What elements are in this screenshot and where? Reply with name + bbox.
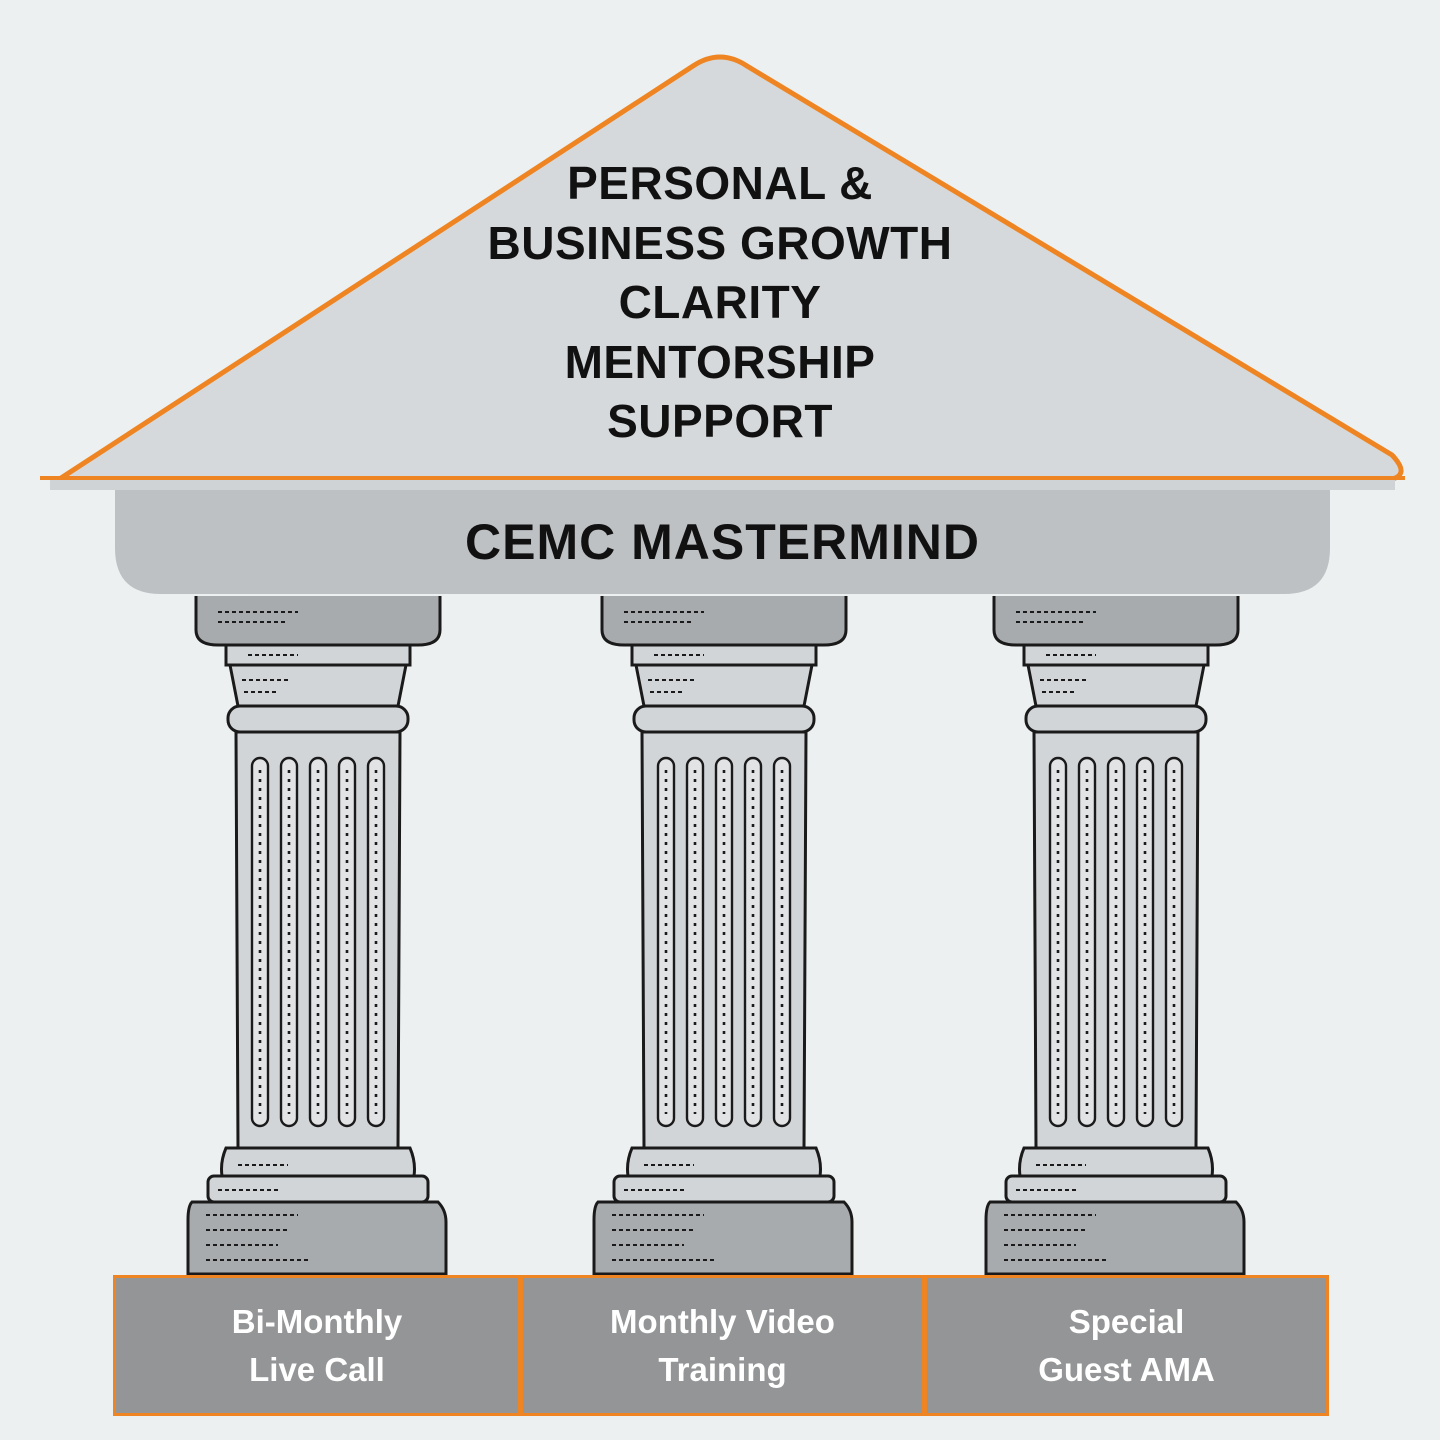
capital-hatch <box>218 611 298 693</box>
roof-line: PERSONAL & <box>567 157 873 209</box>
roof-line: CLARITY <box>618 276 822 328</box>
pillar-label-line: Training <box>658 1350 787 1388</box>
pillar-label-line: Bi-Monthly <box>231 1302 403 1340</box>
roof-benefits: PERSONAL & BUSINESS GROWTH CLARITY MENTO… <box>420 154 1020 452</box>
roof-line: BUSINESS GROWTH <box>487 216 953 269</box>
column-3 <box>984 596 1246 1276</box>
capital-hatch <box>624 611 704 693</box>
pillar-label-line: Live Call <box>249 1350 385 1388</box>
mastermind-beam <box>115 470 1330 594</box>
pillar-label-line: Special <box>1068 1302 1185 1340</box>
pillar-label-line: Monthly Video <box>610 1302 835 1340</box>
base-hatch <box>1004 1164 1106 1261</box>
roof-line: SUPPORT <box>607 395 833 447</box>
roof-underside <box>50 478 1395 490</box>
capital-hatch <box>1016 611 1096 693</box>
base-hatch <box>612 1164 714 1261</box>
roof-line: MENTORSHIP <box>564 335 876 388</box>
beam-title: CEMC MASTERMIND <box>465 514 980 570</box>
base-hatch <box>206 1164 308 1261</box>
column-1 <box>186 596 448 1276</box>
column-2 <box>592 596 854 1276</box>
pillar-label-line: Guest AMA <box>1038 1350 1215 1388</box>
